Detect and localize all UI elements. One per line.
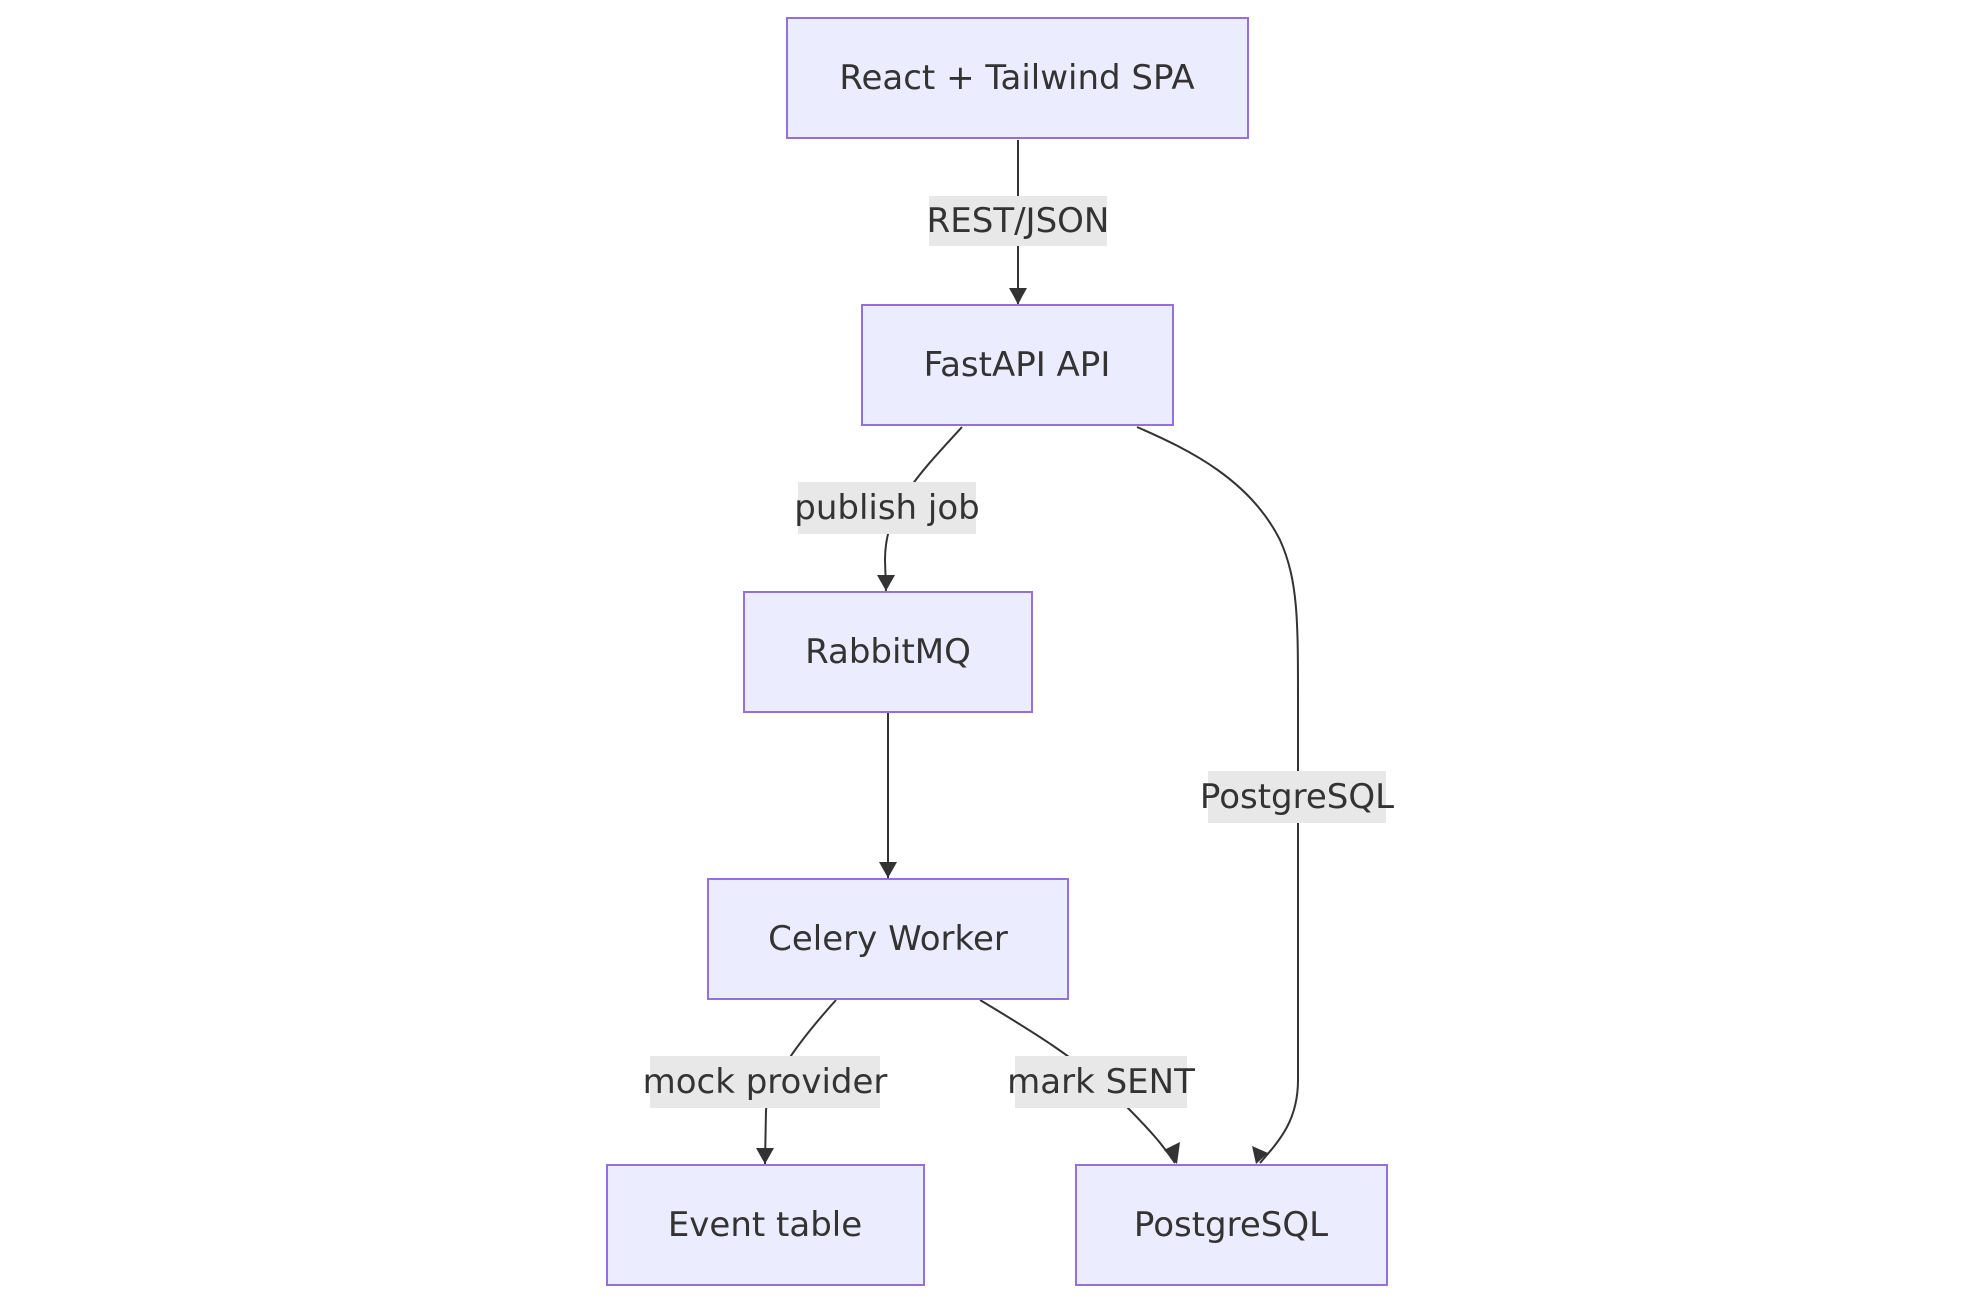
node-fastapi-api: FastAPI API bbox=[861, 304, 1174, 426]
arrowhead-worker bbox=[879, 862, 897, 878]
edge-label-text: REST/JSON bbox=[927, 201, 1110, 241]
edge-label-rest-json: REST/JSON bbox=[927, 196, 1110, 246]
node-rabbitmq: RabbitMQ bbox=[743, 591, 1033, 713]
edge-api-to-postgres bbox=[1136, 426, 1299, 1164]
node-label: FastAPI API bbox=[924, 345, 1111, 385]
node-label: React + Tailwind SPA bbox=[839, 58, 1194, 98]
edge-label-text: mark SENT bbox=[1007, 1062, 1195, 1102]
edge-label-text: publish job bbox=[794, 488, 980, 528]
node-label: RabbitMQ bbox=[805, 632, 971, 672]
node-label: Event table bbox=[668, 1205, 862, 1245]
edge-label-mark-sent: mark SENT bbox=[1007, 1056, 1195, 1108]
arrowheads bbox=[756, 288, 1268, 1164]
edge-label-mock-provider: mock provider bbox=[643, 1056, 888, 1108]
arrowhead-rabbitmq bbox=[877, 575, 895, 591]
arrowhead-event-table bbox=[756, 1148, 774, 1164]
node-label: PostgreSQL bbox=[1134, 1205, 1328, 1245]
edge-label-text: mock provider bbox=[643, 1062, 888, 1102]
node-celery-worker: Celery Worker bbox=[707, 878, 1069, 1000]
edge-label-publish-job: publish job bbox=[794, 482, 980, 534]
node-postgresql: PostgreSQL bbox=[1075, 1164, 1388, 1286]
node-event-table: Event table bbox=[606, 1164, 925, 1286]
arrowhead-postgres-right bbox=[1252, 1146, 1268, 1164]
arrowhead-api bbox=[1009, 288, 1027, 304]
arrowhead-postgres-left bbox=[1164, 1142, 1180, 1164]
node-label: Celery Worker bbox=[768, 919, 1008, 959]
edge-label-text: PostgreSQL bbox=[1200, 777, 1394, 817]
node-react-spa: React + Tailwind SPA bbox=[786, 17, 1249, 139]
edge-label-postgresql: PostgreSQL bbox=[1200, 771, 1394, 823]
